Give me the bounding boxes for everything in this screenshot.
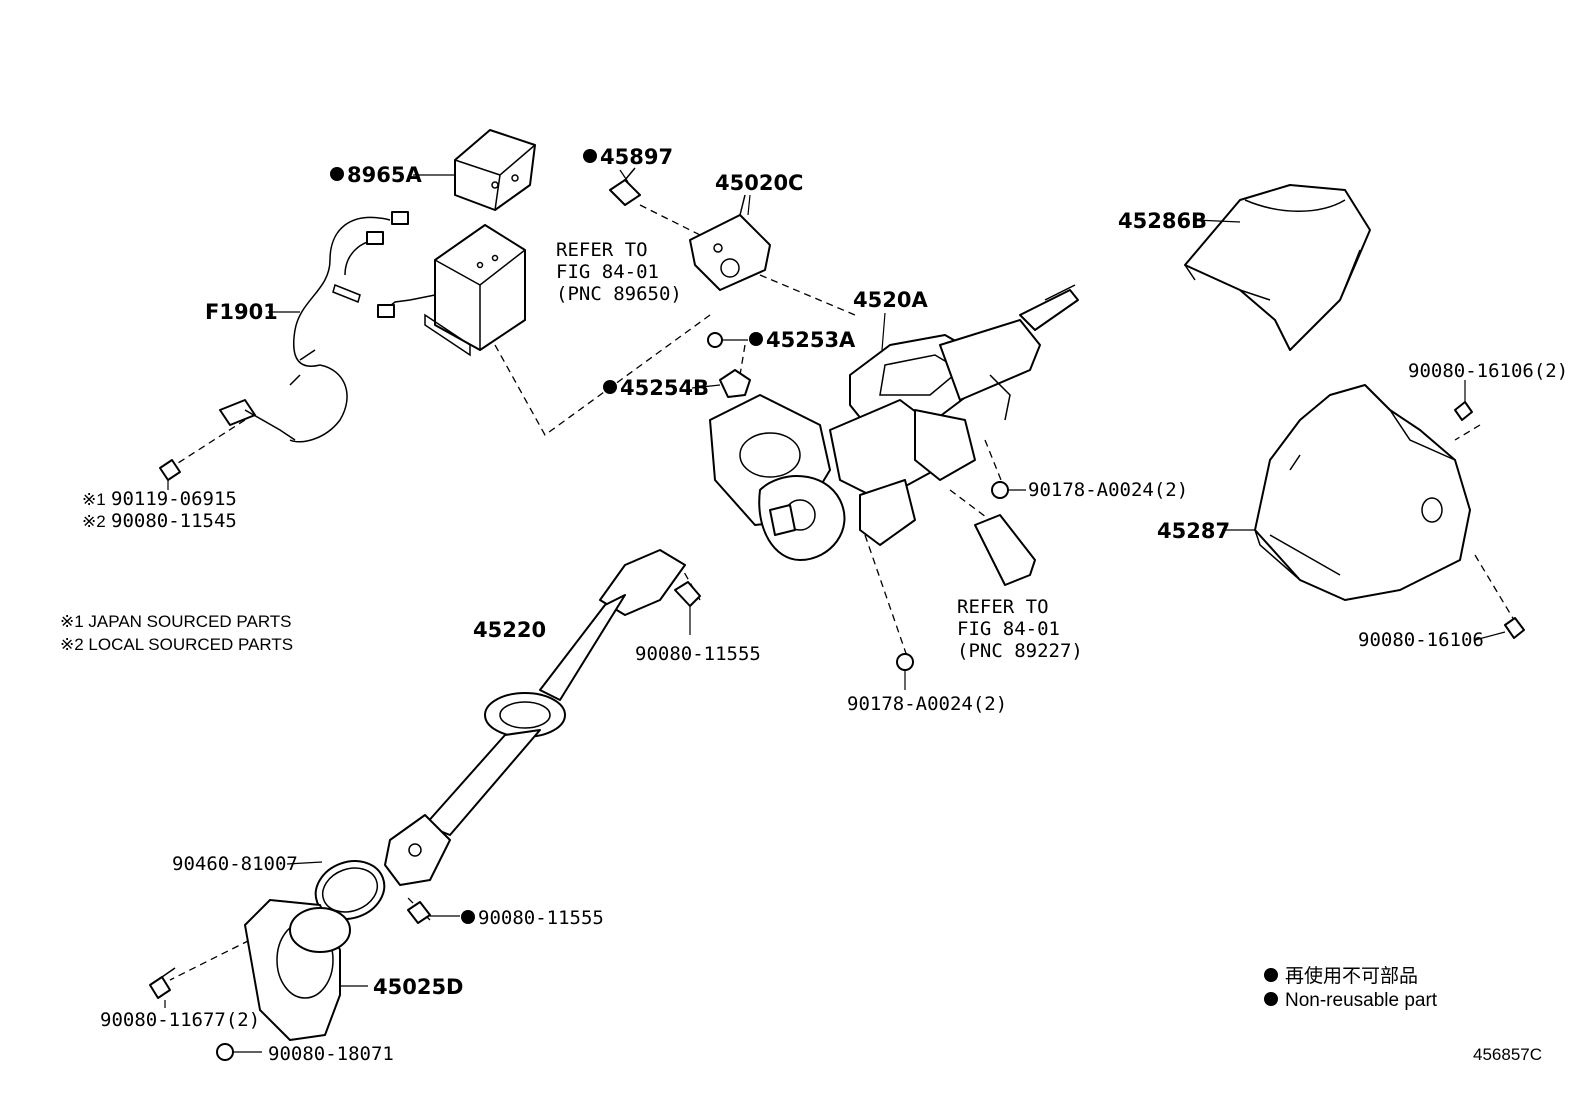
legend: 再使用不可部品 Non-reusable part xyxy=(1285,965,1438,1011)
legend-dot-en xyxy=(1264,992,1278,1006)
label-90178-a0024-2-bottom[interactable]: 90178-A0024(2) xyxy=(847,693,1007,715)
part-90080-11555-bolt[interactable] xyxy=(674,581,701,607)
part-90080-11555-nr-bolt[interactable] xyxy=(407,901,431,924)
note-mark-2: ※2 xyxy=(82,512,106,531)
legend-dot-jp xyxy=(1264,968,1278,982)
label-8965a[interactable]: 8965A xyxy=(347,163,422,187)
label-90460-81007[interactable]: 90460-81007 xyxy=(172,853,298,875)
part-90080-16106-bolt-lower[interactable] xyxy=(1504,617,1525,639)
label-90178-a0024-2-right[interactable]: 90178-A0024(2) xyxy=(1028,479,1188,501)
part-45025d-hole-cover[interactable] xyxy=(244,899,351,1041)
non-reusable-markers xyxy=(330,149,1278,1006)
label-90080-11545[interactable]: 90080-11545 xyxy=(111,510,237,532)
label-90080-11555-nr[interactable]: 90080-11555 xyxy=(478,907,604,929)
part-90119-06915-bolt[interactable] xyxy=(159,459,181,481)
label-45897[interactable]: 45897 xyxy=(600,145,673,169)
ref-89650-line2: FIG 84-01 xyxy=(556,261,659,283)
label-90080-11555[interactable]: 90080-11555 xyxy=(635,643,761,665)
ref-89650-line3: (PNC 89650) xyxy=(556,283,682,305)
ref-89227-line3: (PNC 89227) xyxy=(957,640,1083,662)
label-45020c[interactable]: 45020C xyxy=(715,171,803,195)
part-90178-a0024-nut-right[interactable] xyxy=(991,481,1009,499)
leader-lines xyxy=(164,169,1506,1053)
part-90178-a0024-nut-bottom[interactable] xyxy=(896,653,914,671)
figure-id: 456857C xyxy=(1473,1045,1542,1064)
label-45286b[interactable]: 45286B xyxy=(1118,209,1207,233)
part-45286b-upper-cover[interactable] xyxy=(1184,184,1371,351)
sourcing-notes: ※1 JAPAN SOURCED PARTS ※2 LOCAL SOURCED … xyxy=(60,612,293,654)
part-8965a-cover[interactable] xyxy=(454,129,536,211)
part-45253a-spacer[interactable] xyxy=(707,332,723,348)
part-45254b-spacer[interactable] xyxy=(719,369,751,398)
label-90080-18071[interactable]: 90080-18071 xyxy=(268,1043,394,1065)
note-local-sourced: ※2 LOCAL SOURCED PARTS xyxy=(60,635,293,654)
part-f1901-wire-harness[interactable] xyxy=(219,211,409,443)
reference-89650: REFER TO FIG 84-01 (PNC 89650) xyxy=(556,239,682,305)
part-90080-11677-bolt[interactable] xyxy=(149,967,176,999)
reference-89227: REFER TO FIG 84-01 (PNC 89227) xyxy=(957,596,1083,662)
note-mark-1: ※1 xyxy=(82,490,106,509)
label-f1901[interactable]: F1901 xyxy=(205,300,278,324)
nr-dot-8965a xyxy=(330,167,344,181)
part-labels: 8965A 45897 45020C 45286B F1901 45253A 4… xyxy=(82,145,1568,1065)
part-90460-81007-clamp[interactable] xyxy=(308,852,393,929)
nr-dot-90080-11555 xyxy=(461,910,475,924)
nr-dot-45253a xyxy=(749,332,763,346)
label-45025d[interactable]: 45025D xyxy=(373,975,464,999)
nr-dot-45897 xyxy=(583,149,597,163)
label-45287[interactable]: 45287 xyxy=(1157,519,1230,543)
label-45220[interactable]: 45220 xyxy=(473,618,546,642)
legend-text-en: Non-reusable part xyxy=(1285,990,1438,1011)
ref-89227-line2: FIG 84-01 xyxy=(957,618,1060,640)
part-module-89227[interactable] xyxy=(974,514,1036,586)
label-90080-11677-2[interactable]: 90080-11677(2) xyxy=(100,1009,260,1031)
ref-89650-line1: REFER TO xyxy=(556,239,648,261)
part-45287-lower-cover[interactable] xyxy=(1254,384,1471,601)
part-4520a-steering-column[interactable] xyxy=(709,284,1079,561)
nr-dot-45254b xyxy=(603,380,617,394)
label-45254b[interactable]: 45254B xyxy=(620,376,709,400)
label-90080-16106-2[interactable]: 90080-16106(2) xyxy=(1408,360,1568,382)
note-japan-sourced: ※1 JAPAN SOURCED PARTS xyxy=(60,612,292,631)
part-45897-bolt[interactable] xyxy=(609,167,641,206)
part-ecu-module-89650[interactable] xyxy=(377,224,526,357)
label-90119-06915[interactable]: 90119-06915 xyxy=(111,488,237,510)
part-90080-16106-bolt-upper[interactable] xyxy=(1454,401,1473,421)
label-45253a[interactable]: 45253A xyxy=(766,328,856,352)
part-90080-18071-nut[interactable] xyxy=(216,1043,234,1061)
part-45020c-bracket[interactable] xyxy=(689,194,771,291)
legend-text-jp: 再使用不可部品 xyxy=(1285,965,1418,987)
part-45220-intermediate-shaft[interactable] xyxy=(384,549,686,886)
ref-89227-line1: REFER TO xyxy=(957,596,1049,618)
label-90080-16106[interactable]: 90080-16106 xyxy=(1358,629,1484,651)
label-4520a[interactable]: 4520A xyxy=(853,288,928,312)
